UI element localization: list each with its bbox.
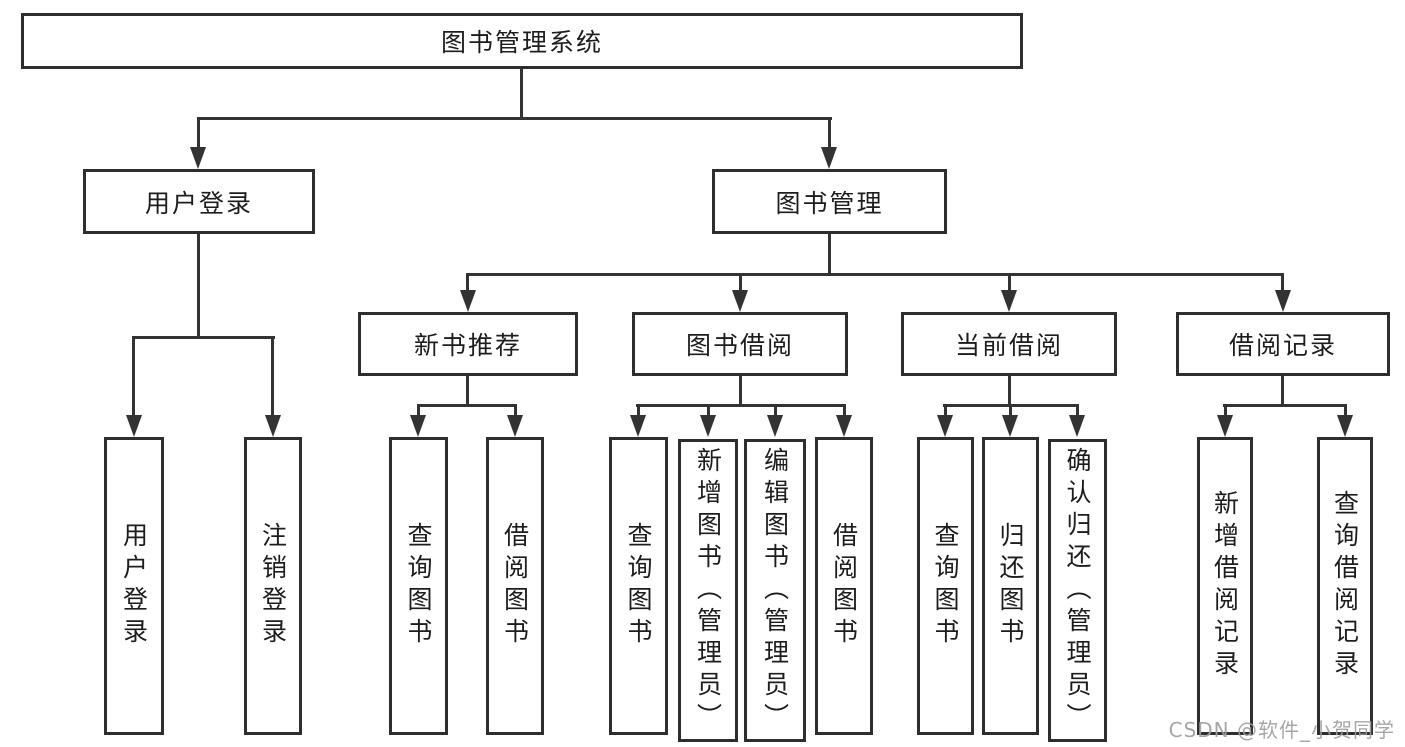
arrow-shaft [1344,404,1347,417]
node-label: 查询借阅记录 [1330,490,1360,682]
arrow-shaft [1224,404,1227,417]
arrow-shaft [1076,404,1079,417]
connector-line [1281,376,1284,407]
node-label: 用户登录 [119,522,149,650]
node-label: 查询图书 [404,522,433,650]
arrow-shaft [774,404,777,417]
leaf-query-books-borrow: 查询图书 [609,437,668,735]
node-book-borrow: 图书借阅 [632,312,848,376]
node-label: 图书借阅 [685,331,794,360]
arrow-down-icon [1337,415,1353,437]
node-label: 注销登录 [258,522,288,650]
leaf-query-books-recommend: 查询图书 [389,437,448,735]
arrow-down-icon [767,415,783,437]
arrow-down-icon [937,415,953,437]
node-label: 查询图书 [931,522,960,650]
node-label: 编辑图书（管理员） [760,446,790,735]
node-label: 查询图书 [624,522,653,650]
arrow-shaft [271,336,274,417]
node-label: 归还图书 [996,522,1025,650]
node-book-management: 图书管理 [712,169,947,234]
connector-line [466,273,1284,276]
arrow-shaft [514,404,517,417]
node-current-borrow: 当前借阅 [901,312,1117,376]
arrow-down-icon [836,415,852,437]
arrow-shaft [417,404,420,417]
leaf-add-book-admin: 新增图书（管理员） [678,439,738,742]
arrow-down-icon [1002,415,1018,437]
arrow-down-icon [821,147,837,169]
arrow-shaft [1008,273,1011,292]
leaf-return-book: 归还图书 [982,437,1039,735]
connector-line [132,336,275,339]
leaf-query-books-current: 查询图书 [917,437,974,735]
connector-line [739,376,742,407]
arrow-shaft [828,117,831,149]
arrow-down-icon [1069,415,1085,437]
arrow-down-icon [732,290,748,312]
connector-line [417,404,517,407]
node-label: 借阅记录 [1228,331,1337,360]
node-label: 当前借阅 [954,331,1063,360]
arrow-shaft [707,404,710,417]
leaf-borrow-books-recommend: 借阅图书 [486,437,544,735]
node-label: 新书推荐 [413,331,522,360]
connector-line [520,68,523,120]
node-library-system: 图书管理系统 [21,13,1023,69]
node-label: 借阅图书 [829,522,859,650]
connector-line [1008,376,1011,407]
arrow-shaft [466,273,469,292]
node-label: 用户登录 [144,188,253,218]
arrow-down-icon [126,415,142,437]
connector-line [1223,404,1347,407]
arrow-shaft [944,404,947,417]
node-label: 借阅图书 [500,522,530,650]
node-label: 确认归还（管理员） [1063,446,1092,735]
arrow-down-icon [410,415,426,437]
leaf-user-login: 用户登录 [104,437,164,735]
arrow-shaft [843,404,846,417]
connector-line [466,376,469,407]
csdn-watermark: CSDN @软件_小贺同学 [1168,718,1395,742]
arrow-down-icon [507,415,523,437]
node-label: 新增借阅记录 [1210,490,1240,682]
arrow-down-icon [460,290,476,312]
connector-line [636,404,846,407]
arrow-shaft [1281,273,1284,292]
arrow-shaft [739,273,742,292]
connector-line [197,117,832,120]
arrow-down-icon [700,415,716,437]
node-label: 图书管理系统 [440,28,603,57]
node-label: 图书管理 [775,188,884,218]
arrow-down-icon [1275,290,1291,312]
arrow-shaft [1009,404,1012,417]
arrow-shaft [197,117,200,149]
arrow-down-icon [1217,415,1233,437]
node-new-book-recommend: 新书推荐 [358,312,578,376]
leaf-add-borrow-record: 新增借阅记录 [1197,437,1253,735]
arrow-shaft [132,336,135,417]
arrow-down-icon [265,415,281,437]
leaf-logout-login: 注销登录 [244,437,302,735]
arrow-down-icon [190,147,206,169]
leaf-confirm-return-admin: 确认归还（管理员） [1048,439,1107,742]
node-user-login: 用户登录 [83,169,315,234]
arrow-shaft [637,404,640,417]
arrow-down-icon [630,415,646,437]
leaf-query-borrow-record: 查询借阅记录 [1317,437,1373,735]
arrow-down-icon [1001,290,1017,312]
connector-line [197,233,200,339]
node-label: 新增图书（管理员） [693,446,723,735]
node-borrow-records: 借阅记录 [1176,312,1390,376]
connector-line [828,233,831,276]
leaf-borrow-books-2: 借阅图书 [815,437,873,735]
leaf-edit-book-admin: 编辑图书（管理员） [744,439,806,742]
